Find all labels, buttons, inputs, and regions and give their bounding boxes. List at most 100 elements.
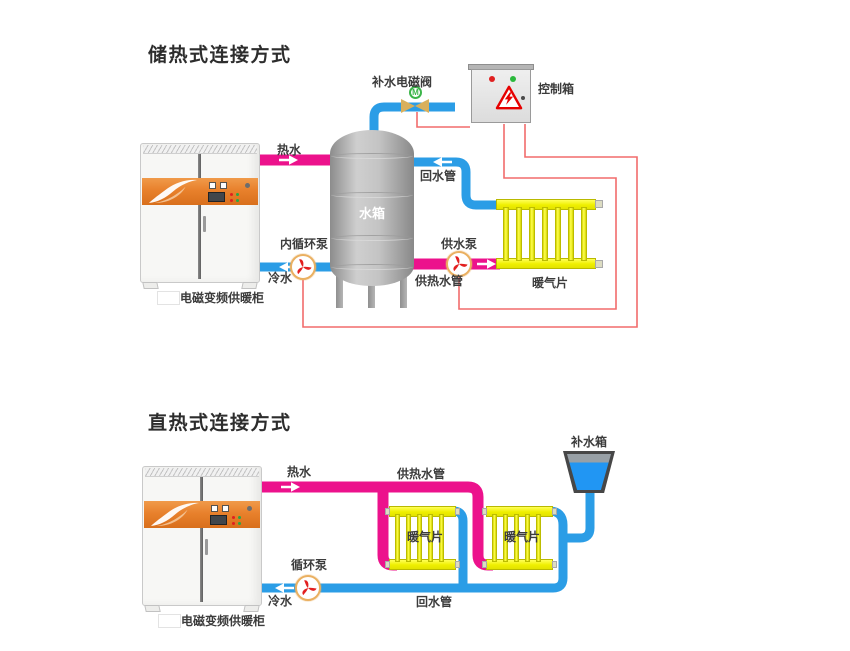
cabinet-label-direct: 电磁变频供暖柜: [181, 614, 266, 628]
control-wires-storage: [302, 112, 638, 328]
radiator-tube: [503, 207, 509, 261]
panel-icon: [245, 183, 250, 188]
red-led-icon: [489, 76, 495, 82]
radiator-label-storage: 暖气片: [532, 276, 569, 290]
radiator-tube: [428, 514, 433, 562]
inner-circulation-pump: [290, 254, 316, 280]
door-handle: [203, 216, 206, 232]
control-box-label: 控制箱: [538, 82, 575, 96]
pump-fan-icon: [302, 580, 317, 596]
valve-body-icon: [415, 99, 429, 113]
cabinet-foot: [241, 282, 258, 289]
radiator-tube: [395, 514, 400, 562]
cabinet-control-panel: [206, 179, 258, 204]
flow-arrows-direct: [275, 482, 300, 593]
radiator-cap: [482, 561, 487, 568]
radiator-tube: [529, 207, 535, 261]
red-button: [232, 516, 235, 519]
wire-valve: [416, 112, 470, 128]
flow-arrows-storage: [279, 155, 496, 272]
return-pipe-label-direct: 回水管: [416, 595, 453, 609]
cabinet-foot: [142, 282, 159, 289]
circulation-pump: [295, 575, 321, 601]
tank-seam: [330, 234, 414, 241]
tank-leg: [400, 262, 407, 308]
radiator-tube: [514, 514, 519, 562]
red-button: [232, 522, 235, 525]
radiator-tube: [439, 514, 444, 562]
tank-seam: [330, 192, 414, 199]
hot-water-label-direct: 热水: [287, 465, 312, 479]
tank-seam: [330, 153, 414, 160]
radiator-tube: [568, 207, 574, 261]
arrow-hot-right: [279, 155, 298, 165]
refill-valve-label: 补水电磁阀: [372, 75, 433, 89]
warning-triangle-icon: [495, 85, 523, 110]
cabinet-foot: [144, 605, 161, 612]
refill-tank-water: [567, 454, 611, 490]
cabinet-label-box: [157, 291, 180, 305]
refill-solenoid-valve: M: [401, 86, 429, 114]
supply-pump: [446, 251, 472, 277]
water-tank-label: 水箱: [358, 206, 385, 222]
valve-body-icon: [401, 99, 415, 113]
arrow-hot-right-direct: [281, 482, 300, 492]
cabinet-orange-band: [144, 501, 260, 528]
door-handle: [205, 539, 208, 555]
refill-tank-pipe: [565, 492, 595, 543]
control-knob-icon: [521, 96, 525, 100]
pump-fan-icon: [453, 256, 468, 272]
flame-logo-icon: [150, 502, 200, 527]
gauge-icon: [222, 505, 229, 512]
cabinet-control-panel: [208, 502, 260, 527]
flame-logo-icon: [148, 179, 198, 204]
radiator-cap: [482, 508, 487, 515]
radiator-cap: [552, 561, 557, 568]
supply-pump-label: 供水泵: [441, 237, 478, 251]
radiator-tube: [406, 514, 411, 562]
radiator-tube: [516, 207, 522, 261]
radiator-label-direct-left: 暖气片: [407, 530, 444, 544]
panel-icon: [247, 506, 252, 511]
radiator-tube: [536, 514, 541, 562]
circulation-pump-label: 循环泵: [291, 558, 328, 572]
refill-tank: [563, 451, 615, 493]
radiator-cap: [552, 508, 557, 515]
heating-cabinet-storage: [140, 143, 260, 289]
cabinet-door-divider: [198, 154, 201, 279]
cabinet-foot: [243, 605, 260, 612]
pump-fan-icon: [297, 259, 312, 275]
supply-pipe-label-direct: 供热水管: [397, 467, 446, 481]
green-button: [238, 516, 241, 519]
tank-leg: [336, 262, 343, 308]
arrow-supply-right: [477, 259, 496, 269]
refill-tank-label: 补水箱: [571, 435, 608, 449]
cold-water-label-direct: 冷水: [268, 594, 293, 608]
radiator-cap: [455, 508, 460, 515]
panel-screen: [210, 515, 227, 525]
arrow-return-left: [433, 157, 452, 167]
red-button: [230, 199, 233, 202]
supply-pipe-label-storage: 供热水管: [415, 274, 464, 288]
cabinet-orange-band: [142, 178, 258, 205]
return-pipe-label-storage: 回水管: [420, 169, 457, 183]
cabinet-label-box: [158, 614, 181, 628]
arrow-cold-left: [279, 262, 298, 272]
radiator-tube: [492, 514, 497, 562]
radiator-tube: [542, 207, 548, 261]
panel-screen: [208, 192, 225, 202]
wire-supply-pump: [458, 124, 617, 310]
direct-title: 直热式连接方式: [148, 413, 292, 434]
valve-motor-icon: M: [409, 86, 422, 99]
heating-cabinet-direct: [142, 466, 262, 612]
gauge-icon: [209, 182, 216, 189]
gauge-icon: [211, 505, 218, 512]
radiator-direct-left: [385, 506, 460, 570]
arrow-return-left-direct: [275, 583, 294, 593]
red-button: [230, 193, 233, 196]
refill-pipe: [369, 102, 455, 133]
cabinet-vent: [143, 145, 257, 154]
storage-title: 储热式连接方式: [148, 45, 292, 66]
water-tank: 水箱: [330, 130, 414, 286]
green-button: [236, 193, 239, 196]
